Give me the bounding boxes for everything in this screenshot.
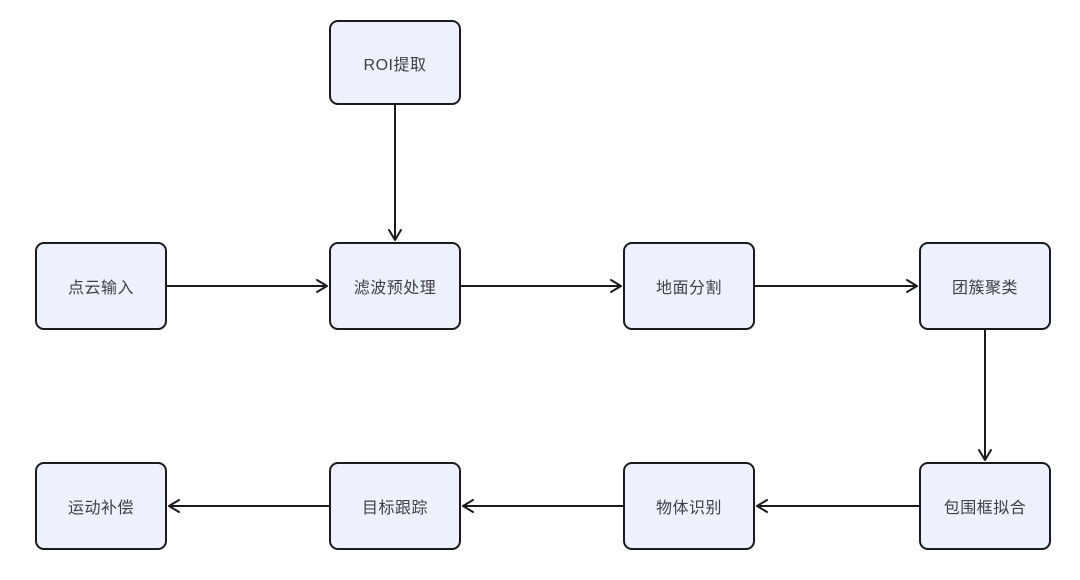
- node-target-tracking[interactable]: 目标跟踪: [329, 462, 461, 550]
- node-object-recognition[interactable]: 物体识别: [623, 462, 755, 550]
- node-ground-segmentation[interactable]: 地面分割: [623, 242, 755, 330]
- node-roi-extraction[interactable]: ROI提取: [329, 20, 461, 105]
- node-bounding-box-fitting[interactable]: 包围框拟合: [919, 462, 1051, 550]
- node-label: 物体识别: [655, 500, 722, 517]
- node-label: 团簇聚类: [951, 280, 1018, 297]
- node-label: 包围框拟合: [943, 500, 1027, 517]
- node-label: 点云输入: [67, 280, 134, 297]
- node-label: 目标跟踪: [361, 500, 428, 517]
- node-point-cloud-input[interactable]: 点云输入: [35, 242, 167, 330]
- node-label: 滤波预处理: [353, 280, 437, 297]
- node-label: ROI提取: [363, 56, 427, 74]
- node-filter-preprocessing[interactable]: 滤波预处理: [329, 242, 461, 330]
- node-motion-compensation[interactable]: 运动补偿: [35, 462, 167, 550]
- node-cluster-clustering[interactable]: 团簇聚类: [919, 242, 1051, 330]
- node-label: 运动补偿: [67, 500, 134, 517]
- node-label: 地面分割: [655, 280, 722, 297]
